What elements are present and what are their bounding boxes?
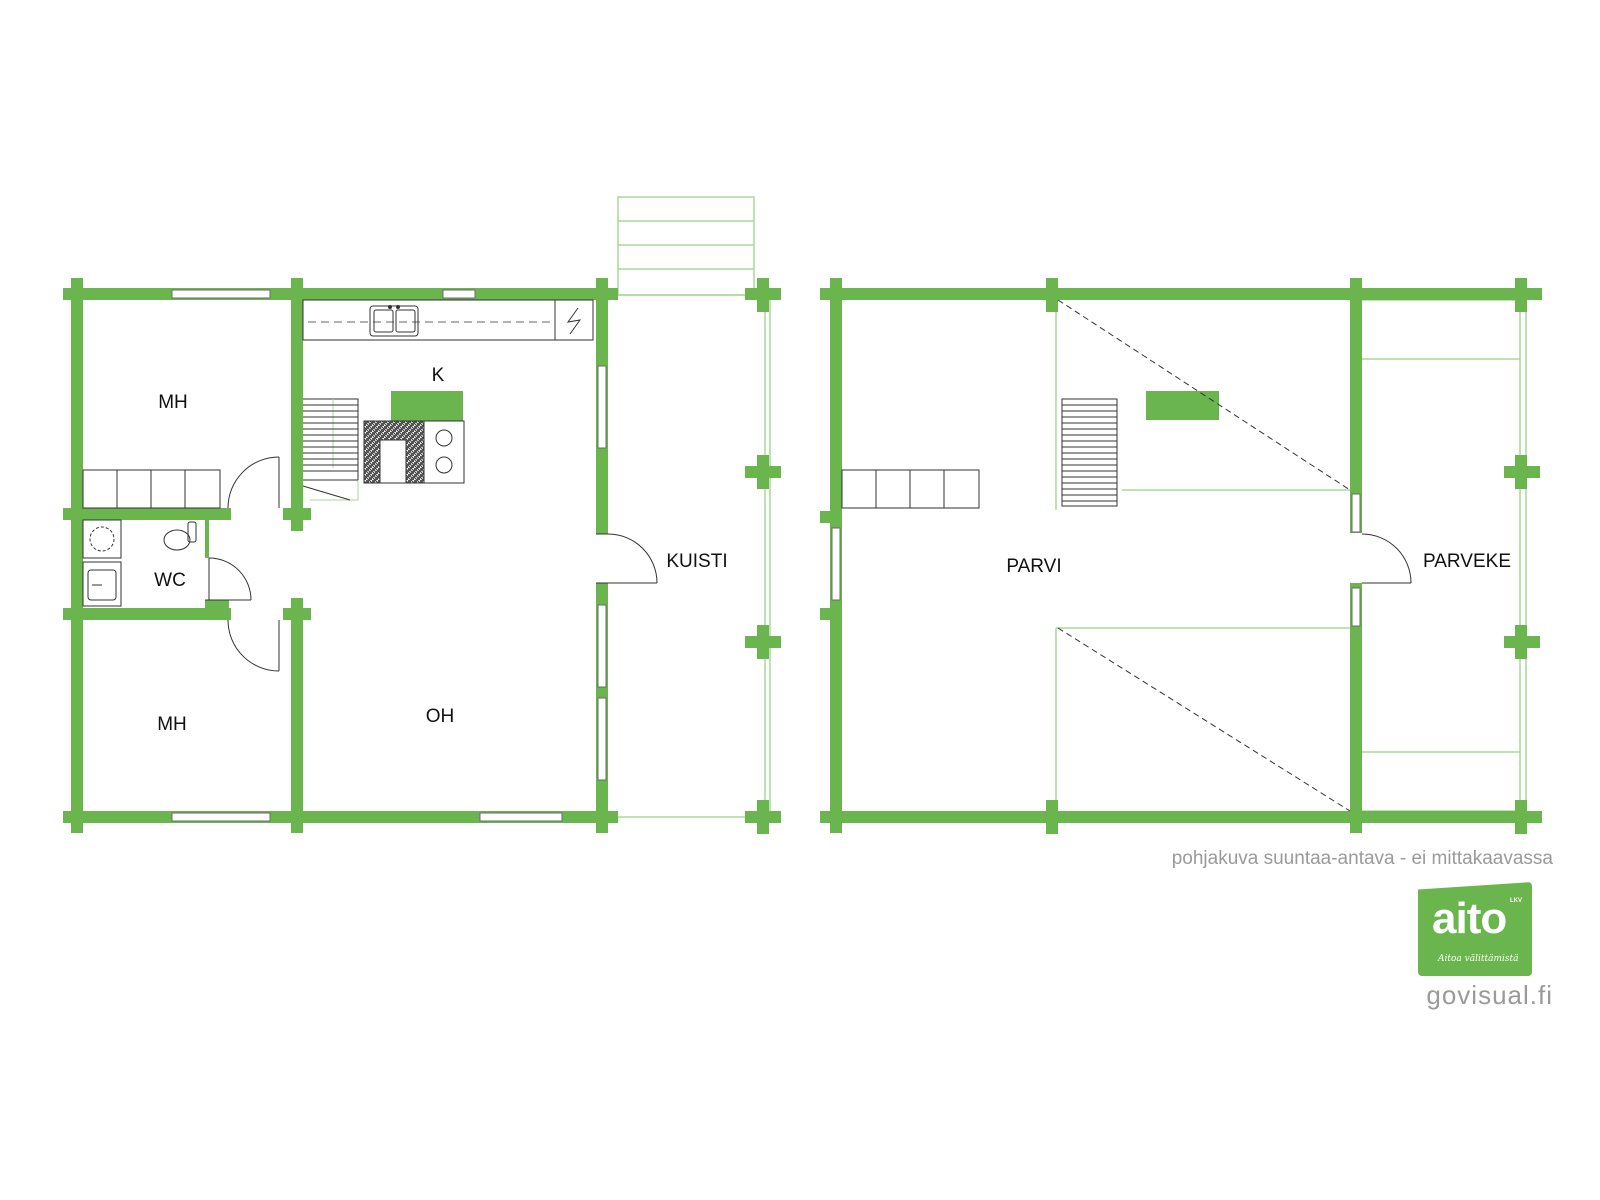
ground-stairs [302, 398, 359, 501]
ground-room-labels: MH K WC MH OH KUISTI [154, 365, 727, 735]
upper-room-labels: PARVI PARVEKE [1006, 551, 1511, 577]
wc-fixtures [82, 519, 197, 607]
logo-badge: LKV [1510, 898, 1522, 904]
wardrobe-top [82, 469, 221, 509]
disclaimer-note: pohjakuva suuntaa-antava - ei mittakaava… [1171, 848, 1553, 869]
ground-wall-stubs [283, 508, 311, 620]
logo-tagline: Aitoa välittämistä [1438, 954, 1519, 964]
room-label-kitchen: K [432, 365, 445, 386]
kitchen-stove [363, 420, 465, 484]
room-label-wc: WC [154, 570, 186, 591]
upper-roof-lines [1057, 299, 1351, 812]
room-label-balcony: PARVEKE [1423, 551, 1511, 572]
upper-storage [841, 469, 980, 509]
porch-outline [603, 196, 771, 818]
logo-text: aito [1432, 894, 1507, 943]
room-label-mh-top: MH [158, 392, 188, 413]
room-label-porch: KUISTI [666, 551, 727, 572]
upper-windows [831, 493, 1361, 627]
ground-doors [205, 456, 658, 672]
brand-link[interactable]: govisual.fi [1426, 980, 1553, 1010]
ground-floor: MH K WC MH OH KUISTI [63, 196, 781, 834]
room-label-mh-bottom: MH [157, 714, 187, 735]
ground-door-openings [231, 508, 303, 620]
kitchen-counter [302, 299, 594, 341]
room-label-living: OH [426, 706, 455, 727]
aito-logo[interactable]: aito LKV Aitoa välittämistä [1418, 882, 1532, 976]
room-label-loft: PARVI [1006, 556, 1061, 577]
upper-walls [820, 278, 1542, 834]
upper-stairs [1061, 398, 1118, 507]
ground-windows [171, 289, 607, 822]
upper-doors [1350, 533, 1412, 584]
upper-floor: PARVI PARVEKE [820, 278, 1542, 834]
